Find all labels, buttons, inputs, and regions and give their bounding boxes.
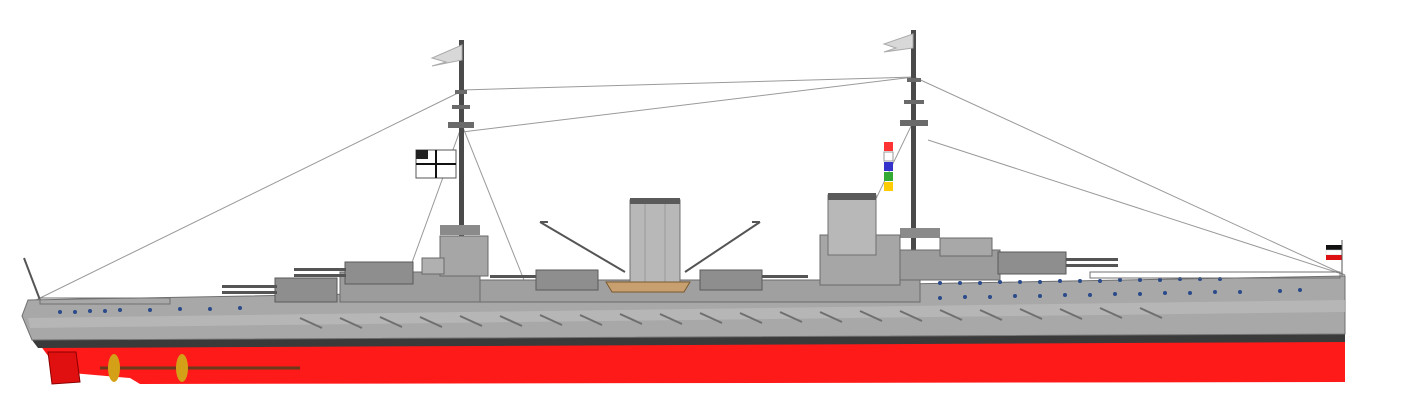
turret-b bbox=[294, 261, 414, 285]
funnel-aft bbox=[827, 193, 877, 256]
hull-stripe bbox=[28, 300, 1345, 328]
stern-flag bbox=[1325, 240, 1343, 278]
portholes bbox=[58, 277, 1302, 314]
funnel-forward bbox=[629, 198, 681, 283]
turret-x bbox=[997, 251, 1118, 275]
casemate-marks bbox=[299, 307, 1163, 329]
mainmast bbox=[882, 30, 940, 270]
turret-wing-starboard bbox=[699, 269, 808, 291]
jackstaff bbox=[23, 257, 41, 301]
propeller-shafting bbox=[100, 354, 300, 382]
signal-flags bbox=[883, 142, 894, 191]
hull-lower bbox=[40, 338, 1345, 384]
ships-boat bbox=[605, 281, 691, 293]
turret-wing-port bbox=[490, 269, 599, 291]
foremast bbox=[430, 40, 480, 272]
deck-railing bbox=[39, 271, 1341, 305]
ensign-flag bbox=[415, 149, 457, 179]
turret-a bbox=[222, 277, 338, 303]
crane-starboard bbox=[684, 221, 761, 273]
rudder bbox=[47, 351, 81, 385]
boot-topping bbox=[32, 334, 1345, 348]
crane-port bbox=[539, 221, 626, 273]
rigging bbox=[35, 76, 1346, 301]
